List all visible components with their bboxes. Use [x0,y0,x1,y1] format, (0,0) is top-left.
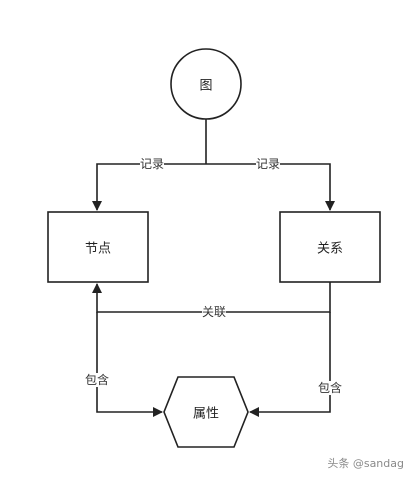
edge-label-relation-to-property: 包含 [317,381,343,395]
node-node-label: 节点 [84,241,112,257]
edge-graph-to-node [92,163,206,211]
graph-node-label: 图 [199,78,213,94]
relation-node-label: 关系 [316,241,344,257]
watermark: 头条 @sandag [327,457,404,470]
property-node-shape [163,376,249,448]
property-node-label: 属性 [192,406,220,422]
edge-relation-to-property [249,312,331,417]
edge-label-graph-to-node: 记录 [139,157,165,171]
edge-node-to-property [96,312,163,417]
edge-label-node-to-property: 包含 [84,373,110,387]
edge-graph-to-relation [206,163,335,211]
node-node-shape [47,211,149,283]
relation-node-shape [279,211,381,283]
edge-label-relation-to-node: 关联 [201,305,227,319]
edge-label-graph-to-relation: 记录 [255,157,281,171]
